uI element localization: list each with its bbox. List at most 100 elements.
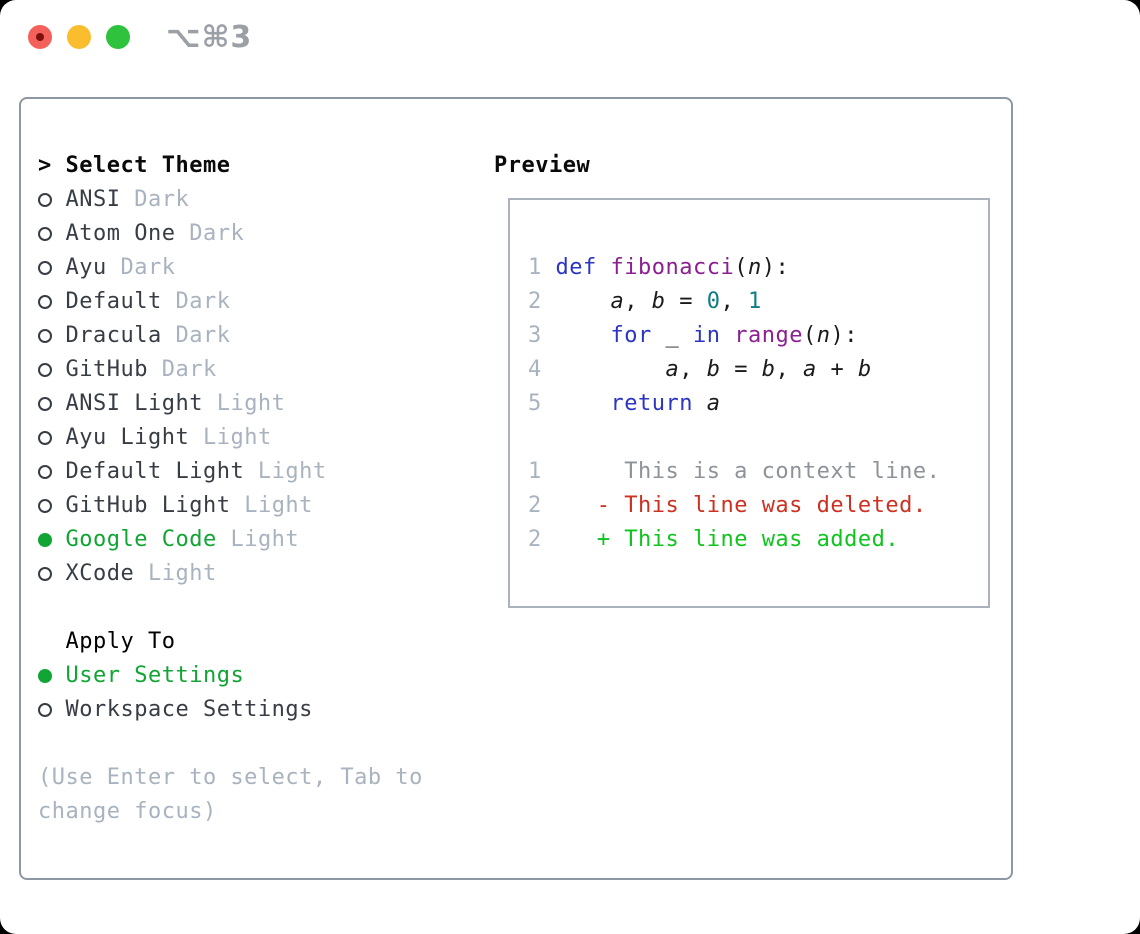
- radio-icon: [38, 261, 66, 275]
- radio-icon: [38, 295, 66, 309]
- theme-variant: Dark: [175, 221, 245, 246]
- open-circle-icon: [38, 499, 52, 513]
- theme-variant: Dark: [161, 289, 231, 314]
- code-segment: ,: [624, 289, 652, 314]
- close-button-icon[interactable]: [28, 25, 52, 49]
- theme-item-name: Atom One: [65, 221, 176, 246]
- open-circle-icon: [38, 431, 52, 445]
- theme-item-label: GitHub Light Light: [66, 489, 313, 523]
- gap: [38, 727, 478, 761]
- theme-item-label: Ayu Dark: [66, 251, 176, 285]
- radio-icon: [38, 567, 66, 581]
- theme-item-ansi[interactable]: ANSI Dark: [38, 183, 478, 217]
- theme-item-label: ANSI Light Light: [66, 387, 286, 421]
- code-segment: _: [651, 323, 693, 348]
- code-segment: return: [610, 391, 693, 416]
- code-segment: b: [857, 357, 872, 382]
- focus-caret-icon: >: [38, 153, 52, 178]
- theme-variant: Dark: [161, 323, 231, 348]
- theme-item-label: Dracula Dark: [66, 319, 231, 353]
- code-segment: [556, 289, 611, 314]
- theme-item-xcode[interactable]: XCode Light: [38, 557, 478, 591]
- theme-item-github-light[interactable]: GitHub Light Light: [38, 489, 478, 523]
- theme-variant: Dark: [120, 187, 190, 212]
- code-segment: 1: [747, 289, 762, 314]
- diff-line: 1 This is a context line.: [528, 455, 940, 489]
- code-segment: [556, 391, 611, 416]
- theme-item-label: Ayu Light Light: [66, 421, 272, 455]
- theme-item-default[interactable]: Default Dark: [38, 285, 478, 319]
- code-segment: [556, 493, 597, 518]
- open-circle-icon: [38, 193, 52, 207]
- code-segment: (: [734, 255, 748, 280]
- radio-icon: [38, 329, 66, 343]
- theme-item-google-code[interactable]: Google Code Light: [38, 523, 478, 557]
- code-segment: n: [816, 323, 831, 348]
- line-number: 3: [528, 323, 556, 348]
- theme-item-github[interactable]: GitHub Dark: [38, 353, 478, 387]
- line-number: 2: [528, 289, 556, 314]
- theme-item-label: GitHub Dark: [66, 353, 217, 387]
- theme-variant: Light: [230, 493, 313, 518]
- open-circle-icon: [38, 465, 52, 479]
- theme-item-label: ANSI Dark: [66, 183, 190, 217]
- line-number: 4: [528, 357, 556, 382]
- blank-line: [528, 421, 940, 455]
- theme-variant: Dark: [147, 357, 217, 382]
- code-segment: ,: [679, 357, 707, 382]
- code-segment: b: [761, 357, 776, 382]
- code-segment: [556, 323, 611, 348]
- apply-item-name: User Settings: [65, 663, 245, 688]
- filled-circle-icon: [38, 669, 52, 683]
- theme-variant: Dark: [106, 255, 176, 280]
- code-segment: (: [802, 323, 817, 348]
- theme-item-ayu-light[interactable]: Ayu Light Light: [38, 421, 478, 455]
- code-segment: [720, 323, 734, 348]
- open-circle-icon: [38, 227, 52, 241]
- theme-item-ansi-light[interactable]: ANSI Light Light: [38, 387, 478, 421]
- zoom-button-icon[interactable]: [106, 25, 130, 49]
- code-segment: range: [734, 323, 803, 348]
- theme-item-ayu[interactable]: Ayu Dark: [38, 251, 478, 285]
- code-line: 1 def fibonacci(n):: [528, 251, 940, 285]
- code-segment: =: [665, 289, 707, 314]
- code-segment: ):: [761, 255, 790, 280]
- code-line: 2 a, b = 0, 1: [528, 285, 940, 319]
- theme-item-atom-one[interactable]: Atom One Dark: [38, 217, 478, 251]
- theme-item-name: ANSI Light: [65, 391, 203, 416]
- apply-item-workspace-settings[interactable]: Workspace Settings: [38, 693, 478, 727]
- theme-item-name: Ayu Light: [65, 425, 190, 450]
- line-number: 1: [528, 459, 556, 484]
- theme-item-dracula[interactable]: Dracula Dark: [38, 319, 478, 353]
- apply-item-user-settings[interactable]: User Settings: [38, 659, 478, 693]
- code-segment: n: [747, 255, 762, 280]
- theme-item-name: GitHub Light: [65, 493, 231, 518]
- theme-item-default-light[interactable]: Default Light Light: [38, 455, 478, 489]
- theme-item-label: Atom One Dark: [66, 217, 245, 251]
- code-segment: for: [610, 323, 652, 348]
- radio-icon: [38, 227, 66, 241]
- code-segment: a: [802, 357, 817, 382]
- code-segment: b: [651, 289, 666, 314]
- theme-item-name: Google Code: [65, 527, 217, 552]
- theme-item-name: XCode: [65, 561, 135, 586]
- code-segment: [693, 391, 707, 416]
- help-text: (Use Enter to select, Tab to change focu…: [38, 765, 423, 824]
- select-theme-header-row: > Select Theme: [38, 149, 478, 183]
- gap: [38, 591, 478, 625]
- theme-item-label: XCode Light: [66, 557, 217, 591]
- apply-item-name: Workspace Settings: [65, 697, 313, 722]
- minimize-button-icon[interactable]: [67, 25, 91, 49]
- diff-line: 2 + This line was added.: [528, 523, 940, 557]
- apply-to-header: Apply To: [65, 629, 176, 654]
- code-segment: [597, 255, 611, 280]
- open-circle-icon: [38, 703, 52, 717]
- theme-variant: Light: [202, 391, 286, 416]
- theme-item-label: Default Light Light: [66, 455, 327, 489]
- apply-item-label: Workspace Settings: [66, 693, 313, 727]
